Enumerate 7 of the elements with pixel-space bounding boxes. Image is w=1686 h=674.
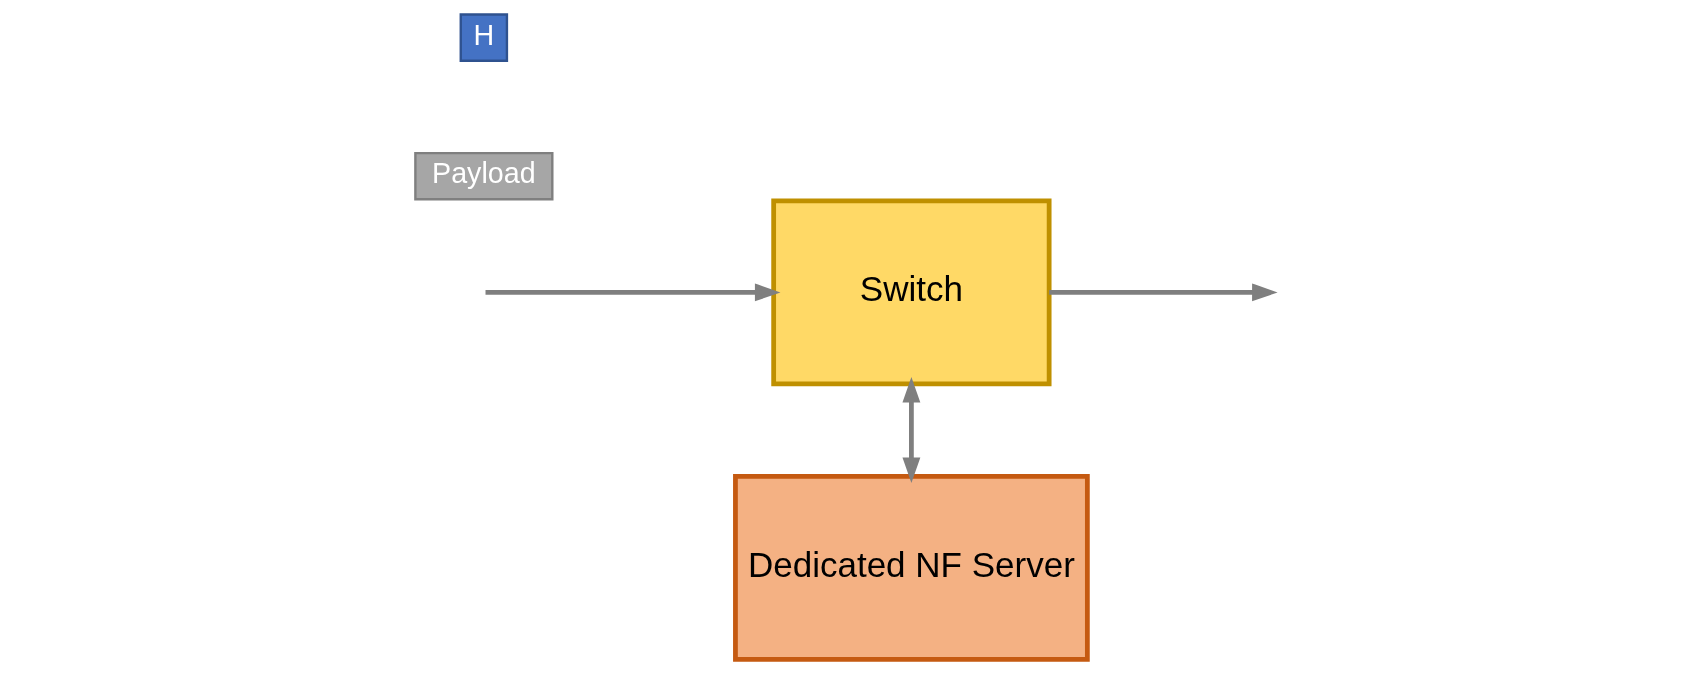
node-box: Switch [770,198,1052,387]
arrow [1048,283,1278,302]
node-box: Payload [413,151,553,201]
node-box: H [459,13,508,62]
arrow [901,376,920,484]
node-box: Dedicated NF Server [732,473,1090,662]
arrow [485,283,780,302]
